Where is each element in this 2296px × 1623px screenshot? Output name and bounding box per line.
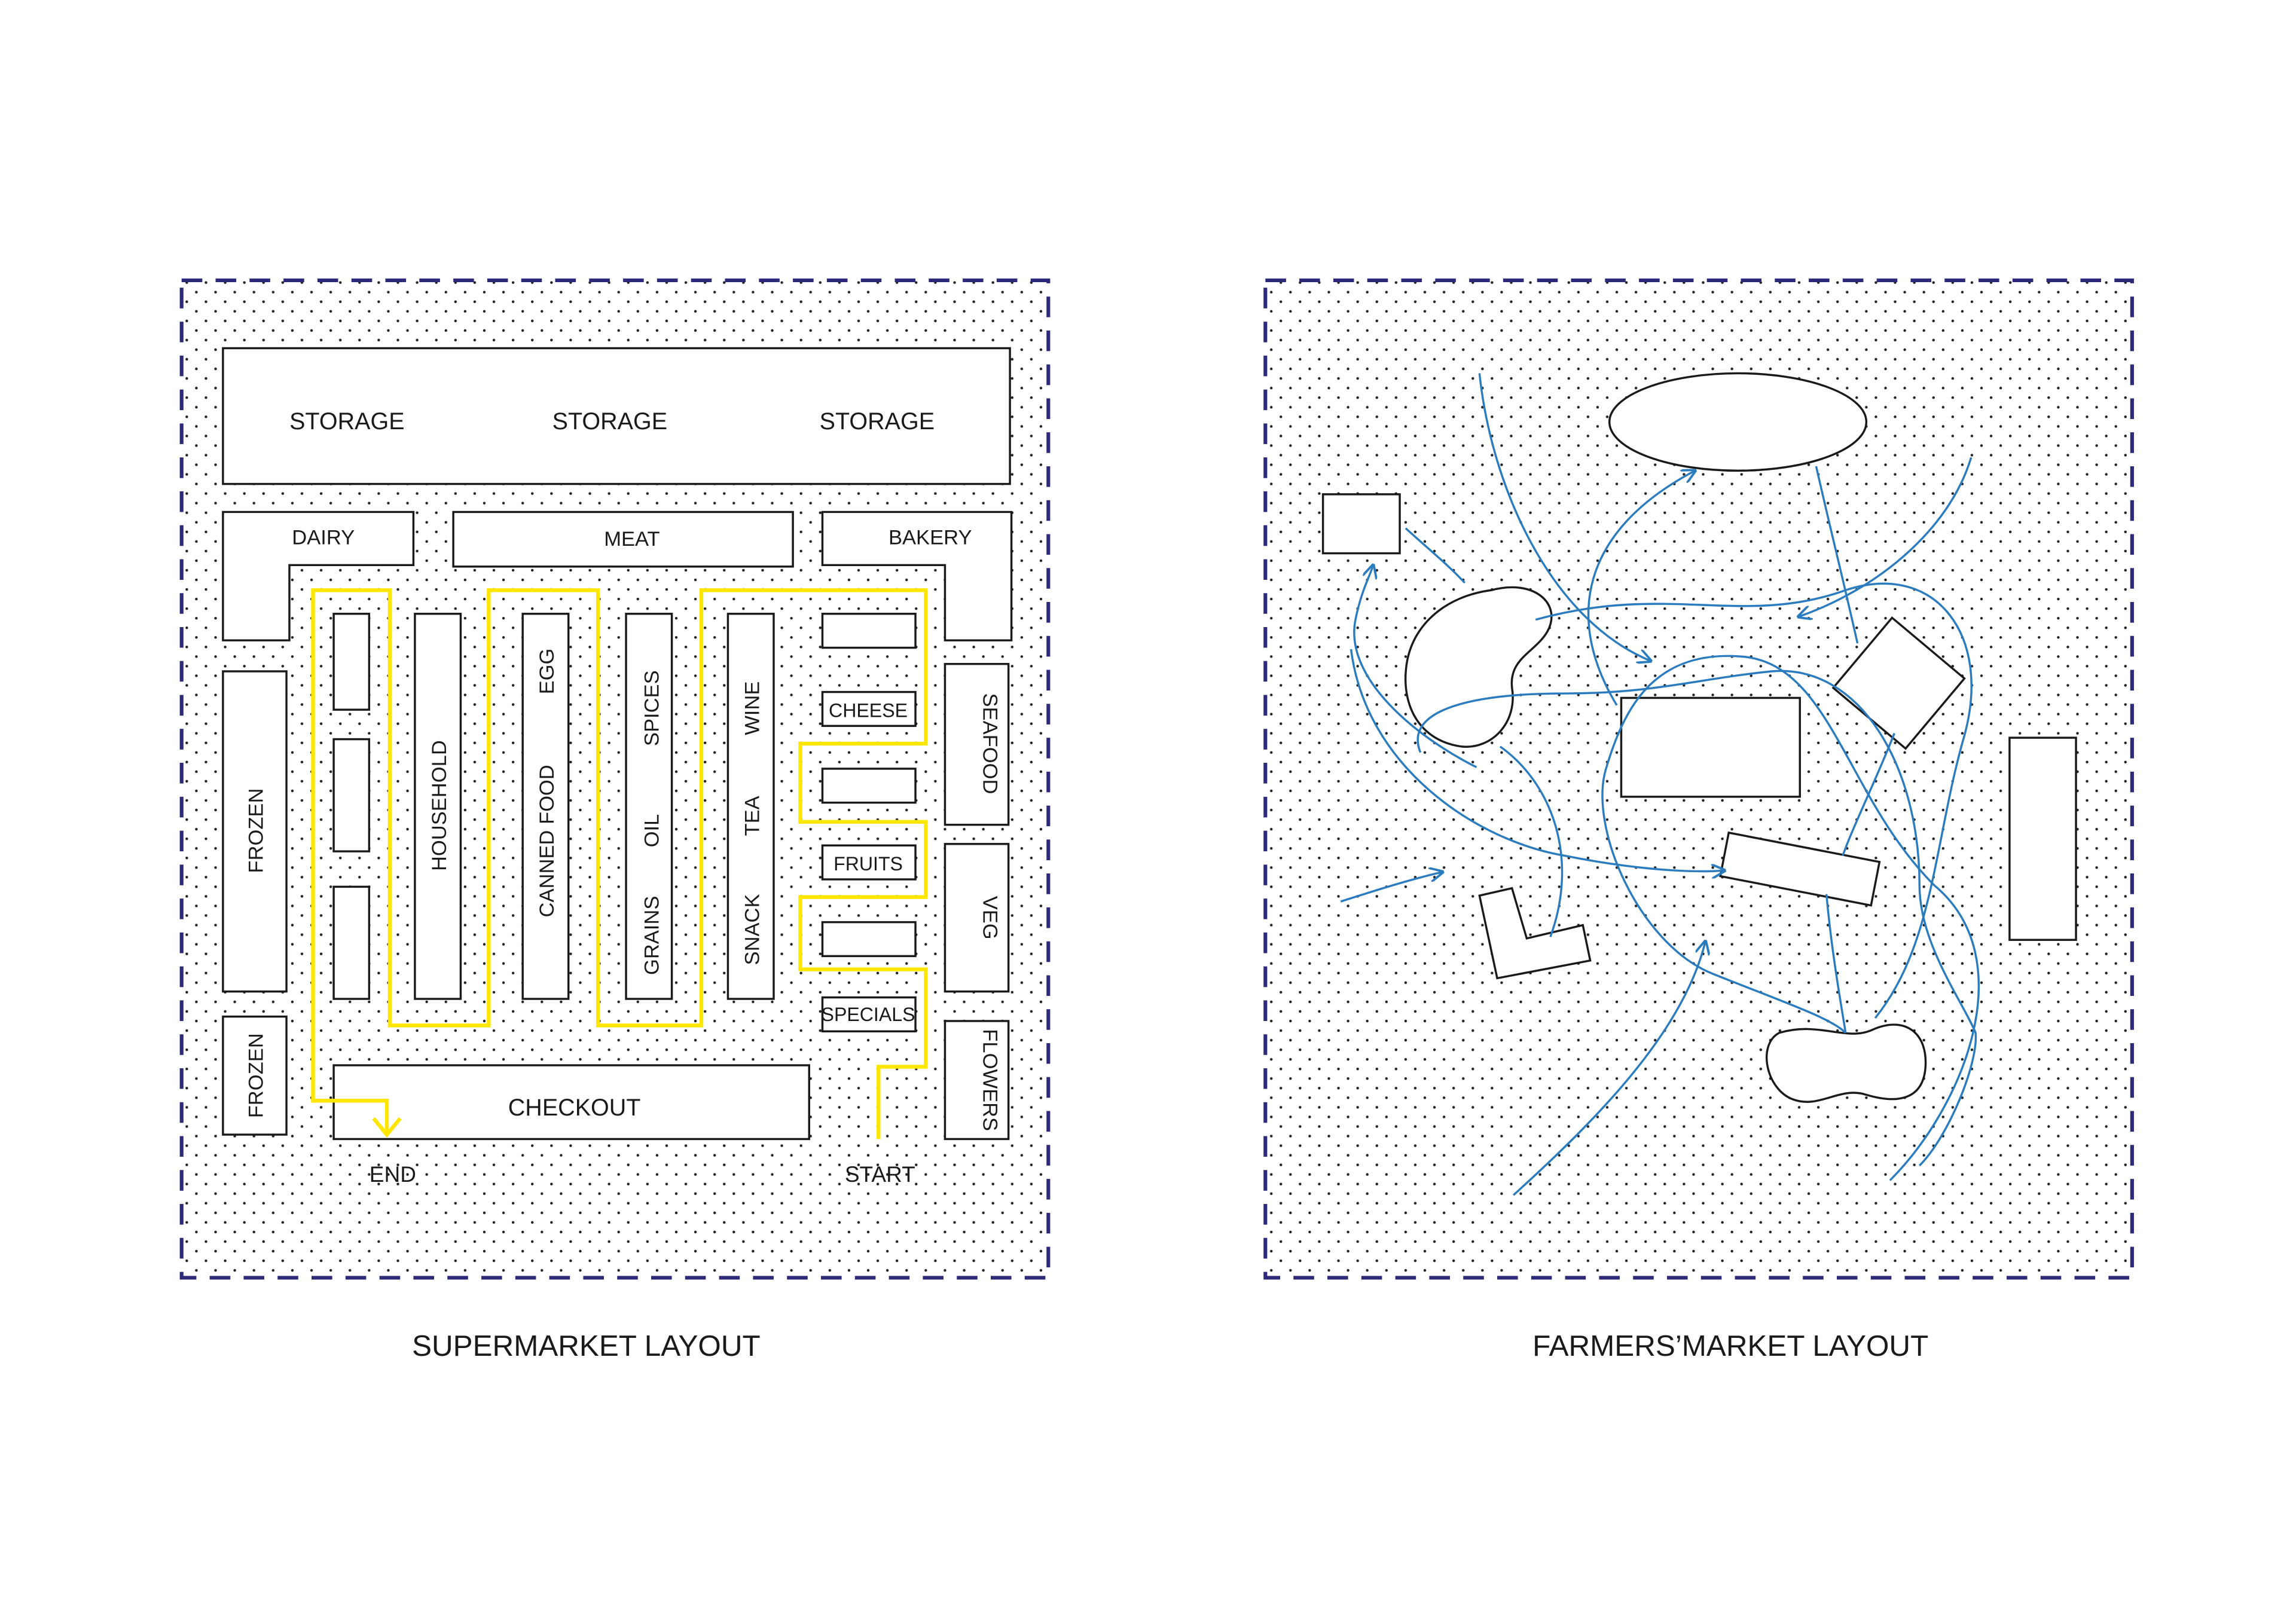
meat-counter — [452, 511, 794, 568]
grains-label: GRAINS — [640, 896, 663, 975]
flow-line-7 — [1535, 582, 1973, 1019]
dairy-label: DAIRY — [292, 527, 355, 549]
seafood-counter — [944, 662, 1010, 826]
supermarket-dashed-frame — [179, 278, 1051, 1280]
household-label: HOUSEHOLD — [428, 740, 451, 871]
storage-block — [222, 347, 1011, 485]
flowers-counter — [944, 1020, 1010, 1141]
start-label: START — [845, 1162, 915, 1187]
counter-blank-3 — [821, 921, 917, 958]
stall-small-square — [1321, 493, 1401, 555]
spices-label: SPICES — [640, 670, 663, 746]
frozen-label-2: FROZEN — [245, 1033, 268, 1118]
stall-tilted-rectangle — [1719, 831, 1881, 907]
stall-center-rectangle — [1620, 696, 1801, 798]
egg-label: EGG — [536, 649, 558, 695]
small-shelf-1 — [332, 613, 371, 711]
stall-l-shape — [1478, 887, 1592, 980]
small-shelf-2 — [332, 738, 371, 852]
bakery-counter — [821, 511, 1013, 641]
bakery-label: BAKERY — [889, 527, 972, 549]
flow-line-3 — [1340, 872, 1442, 903]
storage-label-1: STORAGE — [289, 408, 404, 435]
household-aisle — [414, 613, 462, 1000]
frozen-label-1: FROZEN — [245, 788, 268, 873]
flow-line-10 — [1825, 894, 1847, 1034]
stall-tall-rectangle — [2008, 736, 2077, 941]
flow-line-12 — [1405, 527, 1465, 584]
farmers-dashed-frame — [1263, 278, 2134, 1280]
fruits-label: FRUITS — [833, 853, 903, 875]
flow-line-14 — [1353, 565, 1477, 768]
shopping-path — [311, 588, 928, 1139]
storage-label-3: STORAGE — [820, 408, 935, 435]
checkout-label: CHECKOUT — [508, 1095, 641, 1121]
flow-line-11 — [1499, 745, 1564, 937]
supermarket-panel: STORAGE STORAGE STORAGE DAIRY MEAT BAKER… — [179, 278, 1051, 1280]
oil-label: OIL — [640, 814, 663, 848]
counter-blank-2 — [821, 768, 917, 804]
flow-line-1 — [1478, 373, 1650, 661]
farmers-market-panel — [1263, 278, 2134, 1280]
flow-line-8 — [1815, 466, 1859, 644]
flow-line-6 — [1601, 655, 1980, 1181]
flow-line-13 — [1416, 670, 1977, 1167]
flow-line-4 — [1799, 457, 1973, 617]
stall-peanut — [1765, 1023, 1927, 1103]
canned-food-aisle — [521, 613, 570, 1000]
flow-line-9 — [1842, 733, 1895, 857]
checkout-counter — [332, 1064, 810, 1141]
stall-kidney — [1404, 586, 1553, 748]
seafood-label: SEAFOOD — [979, 693, 1002, 794]
grains-aisle — [625, 613, 673, 1000]
meat-label: MEAT — [604, 528, 660, 551]
fruits-counter — [821, 844, 917, 881]
canned-food-label: CANNED FOOD — [536, 765, 558, 917]
stall-oval — [1608, 372, 1868, 472]
small-shelf-3 — [332, 885, 371, 1000]
veg-counter — [944, 843, 1010, 993]
specials-label: SPECIALS — [822, 1004, 915, 1025]
veg-label: VEG — [979, 896, 1002, 940]
farmers-market-title: FARMERS’MARKET LAYOUT — [1532, 1329, 1928, 1362]
flowers-label: FLOWERS — [979, 1029, 1002, 1131]
tea-label: TEA — [741, 796, 764, 836]
flow-line-15 — [1349, 649, 1725, 871]
dairy-counter — [222, 511, 415, 641]
flow-line-5 — [1587, 470, 1695, 706]
frozen-case-1 — [222, 670, 288, 993]
path-end-arrowhead — [372, 1117, 402, 1138]
counter-blank-1 — [821, 613, 917, 649]
snack-label: SNACK — [741, 894, 764, 965]
specials-counter — [821, 996, 917, 1032]
snack-aisle — [726, 613, 775, 1000]
flow-line-2 — [1513, 942, 1705, 1196]
visitor-flows — [1340, 373, 1980, 1196]
storage-label-2: STORAGE — [552, 408, 667, 435]
frozen-case-2 — [222, 1015, 288, 1136]
wine-label: WINE — [741, 681, 764, 735]
cheese-label: CHEESE — [829, 700, 908, 722]
end-label: END — [370, 1162, 416, 1187]
cheese-counter — [821, 690, 917, 728]
supermarket-title: SUPERMARKET LAYOUT — [412, 1329, 761, 1362]
